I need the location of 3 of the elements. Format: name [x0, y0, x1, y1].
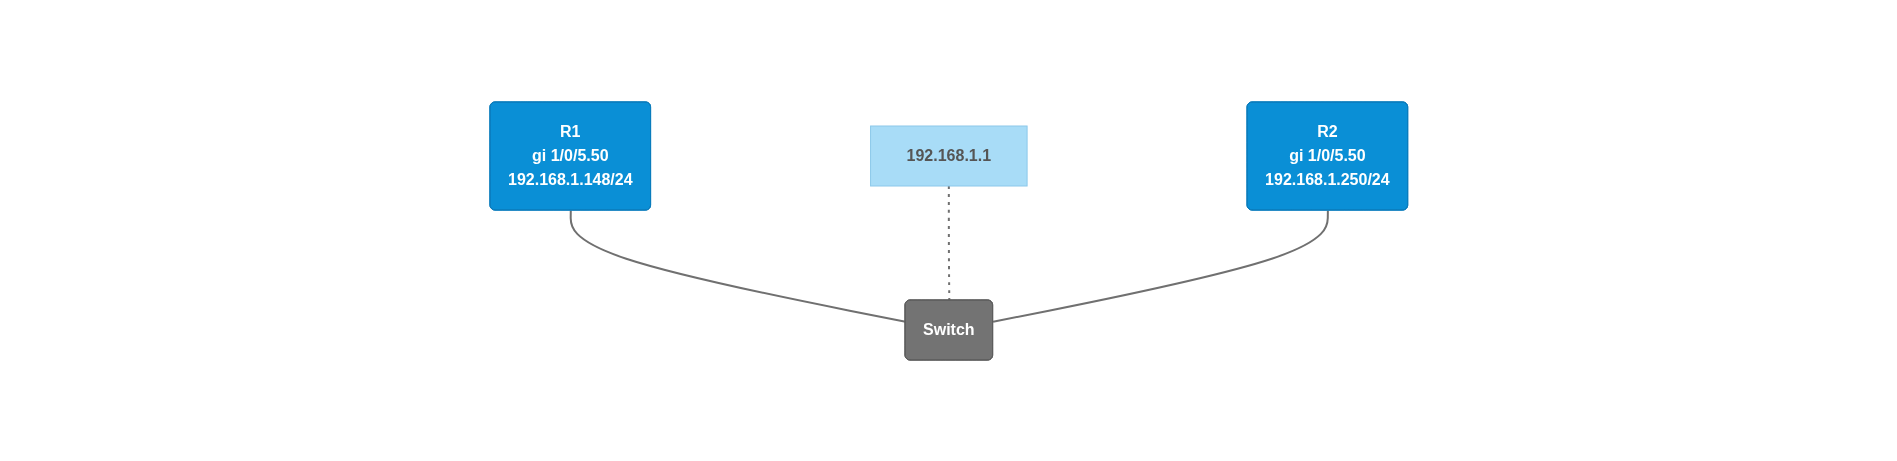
node-box: 192.168.1.1 [869, 125, 1028, 186]
connector [991, 209, 1329, 323]
connector [947, 184, 950, 301]
